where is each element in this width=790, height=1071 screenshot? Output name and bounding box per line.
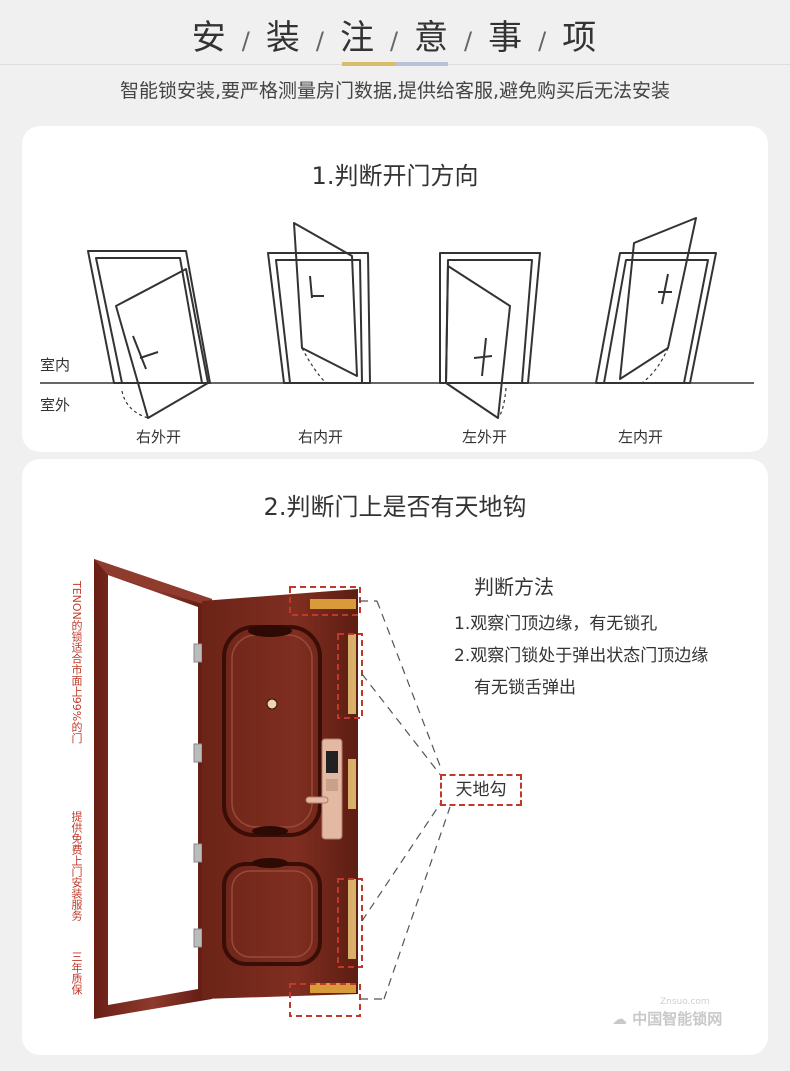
promo-text-compat: TENON的锁适合市面上99%的门 (70, 581, 83, 744)
door-photo-illustration (94, 559, 451, 1019)
title-char: 注 (339, 18, 376, 58)
watermark: ☁ 中国智能锁网 (612, 1008, 722, 1029)
indoor-label: 室内 (40, 356, 71, 374)
method-step-2-continued: 有无锁舌弹出 (474, 678, 576, 698)
door-label-right-outward: 右外开 (136, 428, 182, 446)
title-separator: / (538, 27, 549, 55)
title-separator: / (389, 27, 401, 55)
outdoor-label: 室外 (40, 396, 71, 414)
title-char: 装 (265, 18, 302, 58)
door-right-inward-icon (267, 222, 371, 384)
door-right-outward-icon (87, 250, 211, 419)
watermark-text: 中国智能锁网 (632, 1010, 723, 1028)
promo-text-warranty: 三年质保 (70, 951, 83, 995)
title-accent-gold (342, 62, 396, 66)
promo-text-install: 提供免费上门安装服务 (70, 811, 83, 921)
top-bottom-hook-callout: 天地勾 (440, 774, 522, 806)
page-title: 安 / 装 / 注 / 意 / 事 / 项 (0, 10, 790, 64)
section-title: 2.判断门上是否有天地钩 (263, 493, 527, 521)
title-separator: / (464, 27, 475, 55)
door-frame (94, 559, 212, 1019)
method-title: 判断方法 (474, 575, 554, 599)
title-separator: / (315, 27, 326, 55)
section-title: 1.判断开门方向 (311, 162, 479, 190)
page-subtitle: 智能锁安装,要严格测量房门数据,提供给客服,避免购买后无法安装 (119, 80, 671, 102)
title-separator: / (241, 27, 252, 55)
title-char: 安 (191, 18, 228, 58)
watermark-domain: Znsuo.com (660, 997, 710, 1007)
cloud-icon: ☁ (612, 1010, 633, 1028)
header: 安 / 装 / 注 / 意 / 事 / 项 智能锁安装,要严格测量房门数据,提供给客服,避免购买后无… (0, 0, 790, 120)
door-left-outward-icon (439, 252, 541, 419)
door-left-inward-icon (595, 217, 717, 384)
title-accent-bar (342, 62, 448, 66)
door-label-left-outward: 左外开 (462, 428, 508, 446)
section-top-bottom-hook: 2.判断门上是否有天地钩 (22, 459, 768, 1055)
door-label-right-inward: 右内开 (298, 428, 344, 446)
title-char: 事 (488, 18, 525, 58)
door-label-left-inward: 左内开 (618, 428, 664, 446)
door-direction-diagram (40, 217, 754, 419)
title-accent-blue (396, 62, 448, 66)
title-char: 意 (414, 18, 451, 58)
method-step-2: 2.观察门锁处于弹出状态门顶边缘 (454, 646, 709, 666)
section-door-direction: 1.判断开门方向 (22, 126, 768, 452)
callout-leader-lines (360, 600, 451, 1000)
method-step-1: 1.观察门顶边缘，有无锁孔 (454, 614, 658, 634)
title-char: 项 (562, 18, 599, 58)
door-leaf (202, 589, 358, 999)
